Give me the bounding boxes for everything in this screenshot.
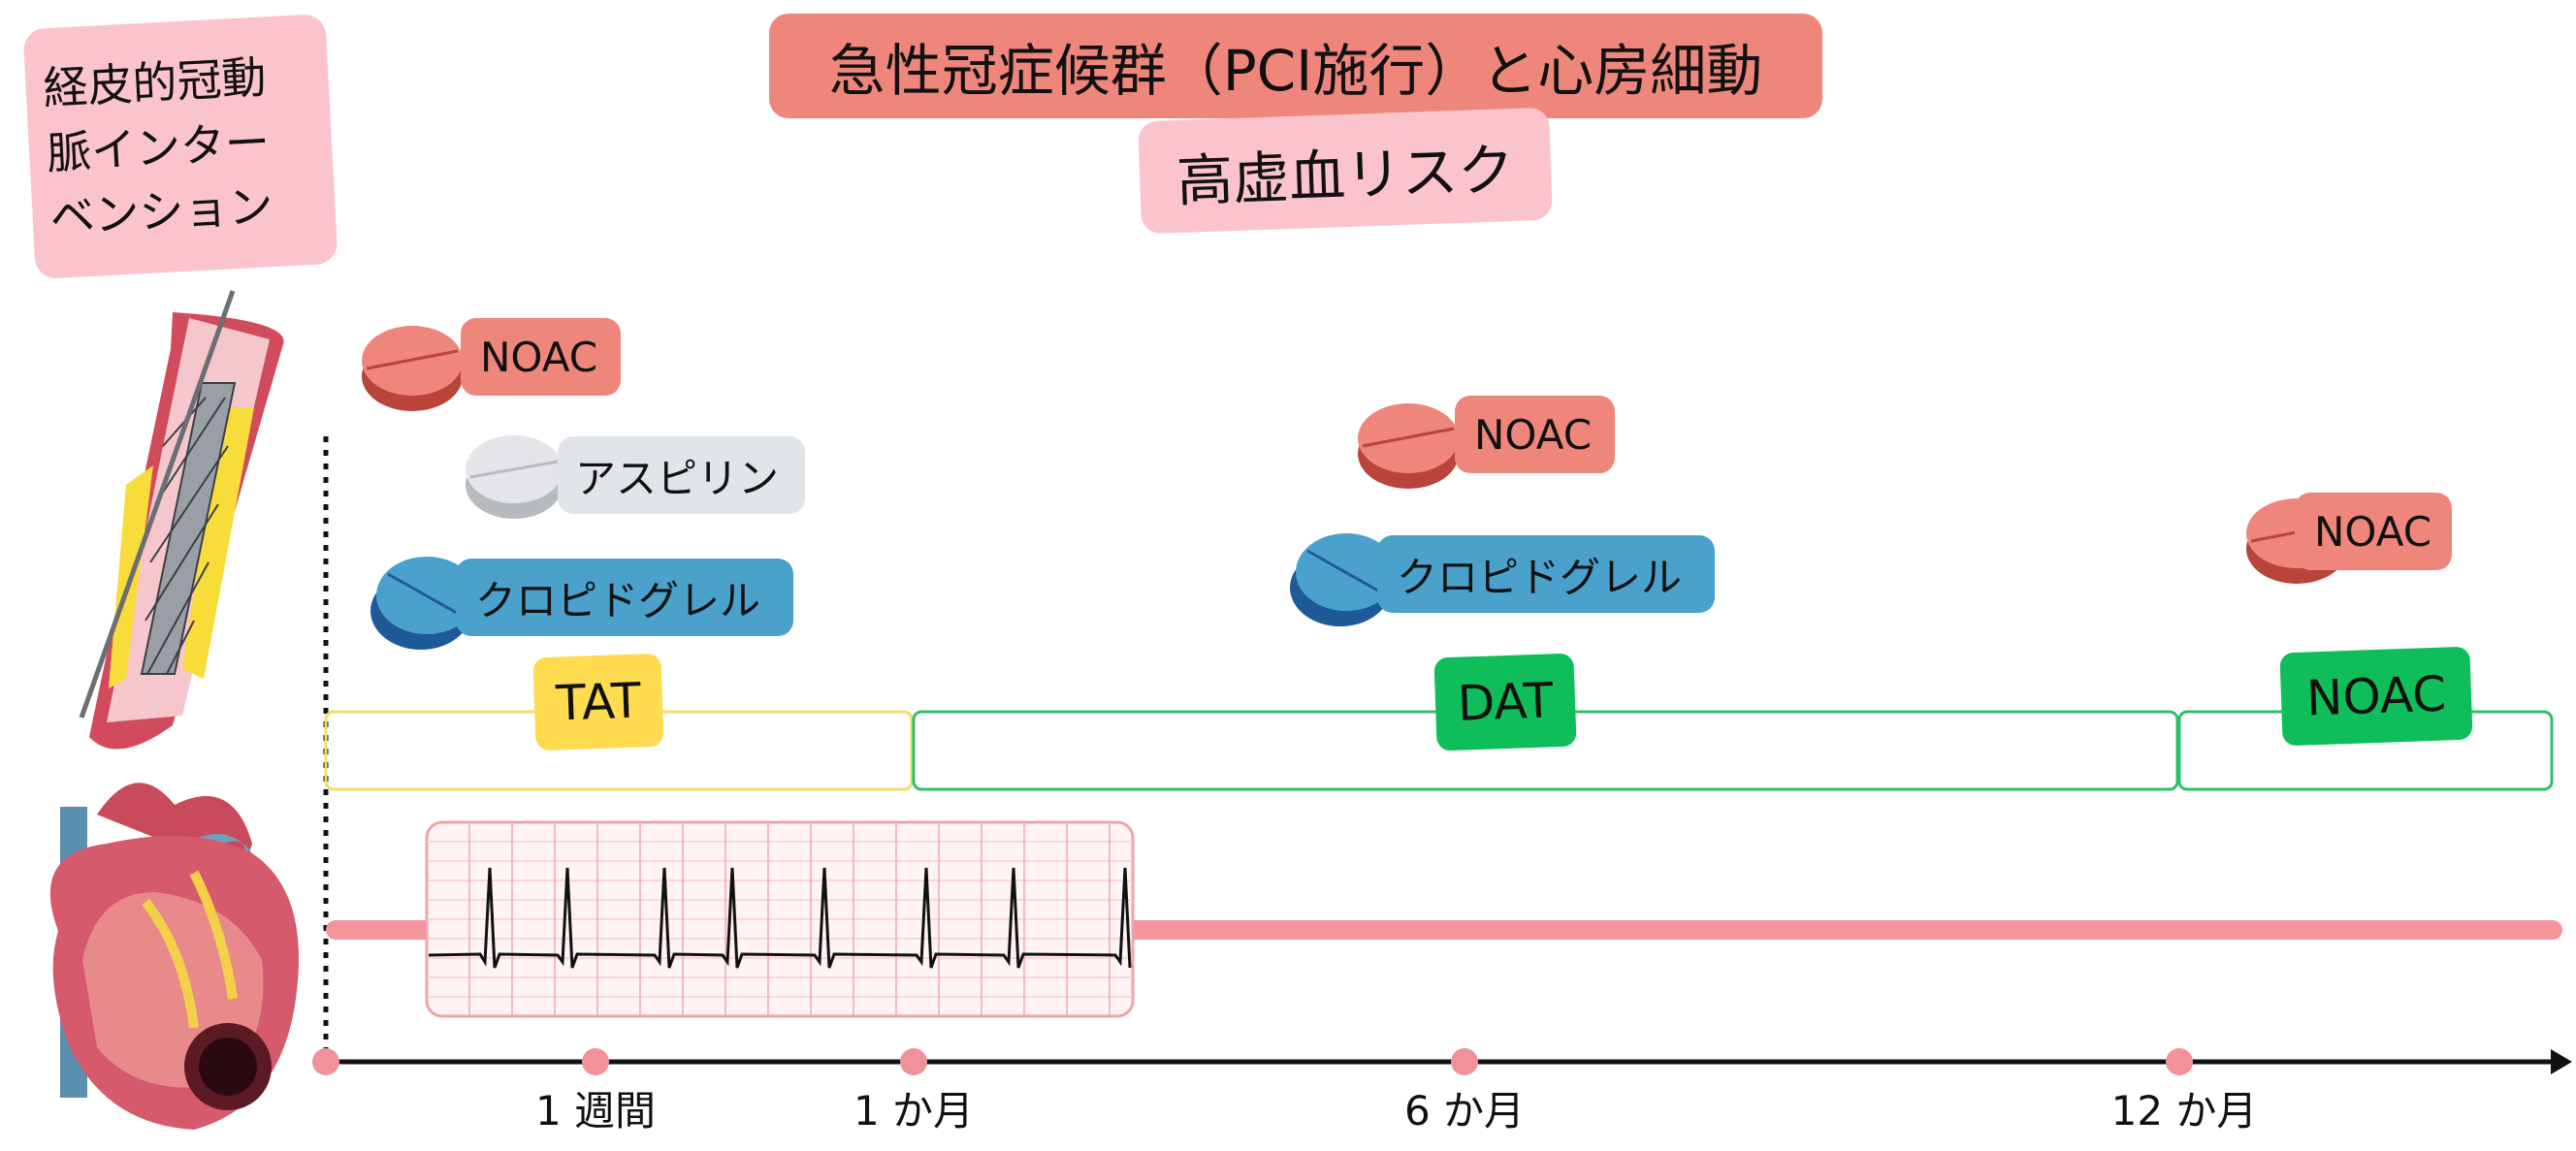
pill-noac-icon xyxy=(362,326,463,411)
drug-tag-noac-dat: NOAC xyxy=(1455,396,1615,473)
page-title: 急性冠症候群（PCI施行）と心房細動 xyxy=(769,14,1822,118)
pci-label-line2: 脈インター xyxy=(45,114,272,179)
pill-clopidogrel-icon xyxy=(370,557,477,650)
pill-noac-dat-icon xyxy=(1358,403,1459,489)
drug-tag-noac-tat: NOAC xyxy=(461,318,621,396)
timeline-dot-start xyxy=(312,1048,339,1075)
drug-tag-aspirin-tat: アスピリン xyxy=(558,436,805,514)
drug-tag-noac-mono: NOAC xyxy=(2295,493,2452,570)
timeline-label-12months: 12 か月 xyxy=(2110,1087,2258,1135)
pill-clopidogrel-dat-icon xyxy=(1290,533,1397,626)
timeline-dot-1month xyxy=(900,1048,927,1075)
ecg-icon xyxy=(425,820,1135,1018)
pci-label-box: 経皮的冠動 脈インター ベンション xyxy=(22,14,338,279)
stent-icon xyxy=(79,290,284,750)
phase-label-tat: TAT xyxy=(532,653,664,751)
timeline-label-1week: 1 週間 xyxy=(534,1087,657,1135)
pci-label-line3: ベンション xyxy=(48,179,274,244)
heart-icon xyxy=(49,783,300,1130)
timeline-dot-6months xyxy=(1451,1048,1478,1075)
risk-subtitle: 高虚血リスク xyxy=(1138,107,1553,235)
timeline-dot-12months xyxy=(2166,1048,2193,1075)
phase-label-dat: DAT xyxy=(1433,653,1577,751)
timeline-label-6months: 6 か月 xyxy=(1403,1087,1526,1135)
phase-label-noac: NOAC xyxy=(2279,646,2473,747)
pci-label-line1: 経皮的冠動 xyxy=(42,50,268,115)
drug-tag-clopidogrel-tat: クロピドグレル xyxy=(456,559,793,636)
drug-tag-clopidogrel-dat: クロピドグレル xyxy=(1377,535,1715,613)
pill-aspirin-icon xyxy=(466,435,563,519)
timeline-dot-1week xyxy=(582,1048,609,1075)
timeline-arrow-icon xyxy=(2551,1049,2572,1074)
timeline-label-1month: 1 か月 xyxy=(853,1087,975,1135)
